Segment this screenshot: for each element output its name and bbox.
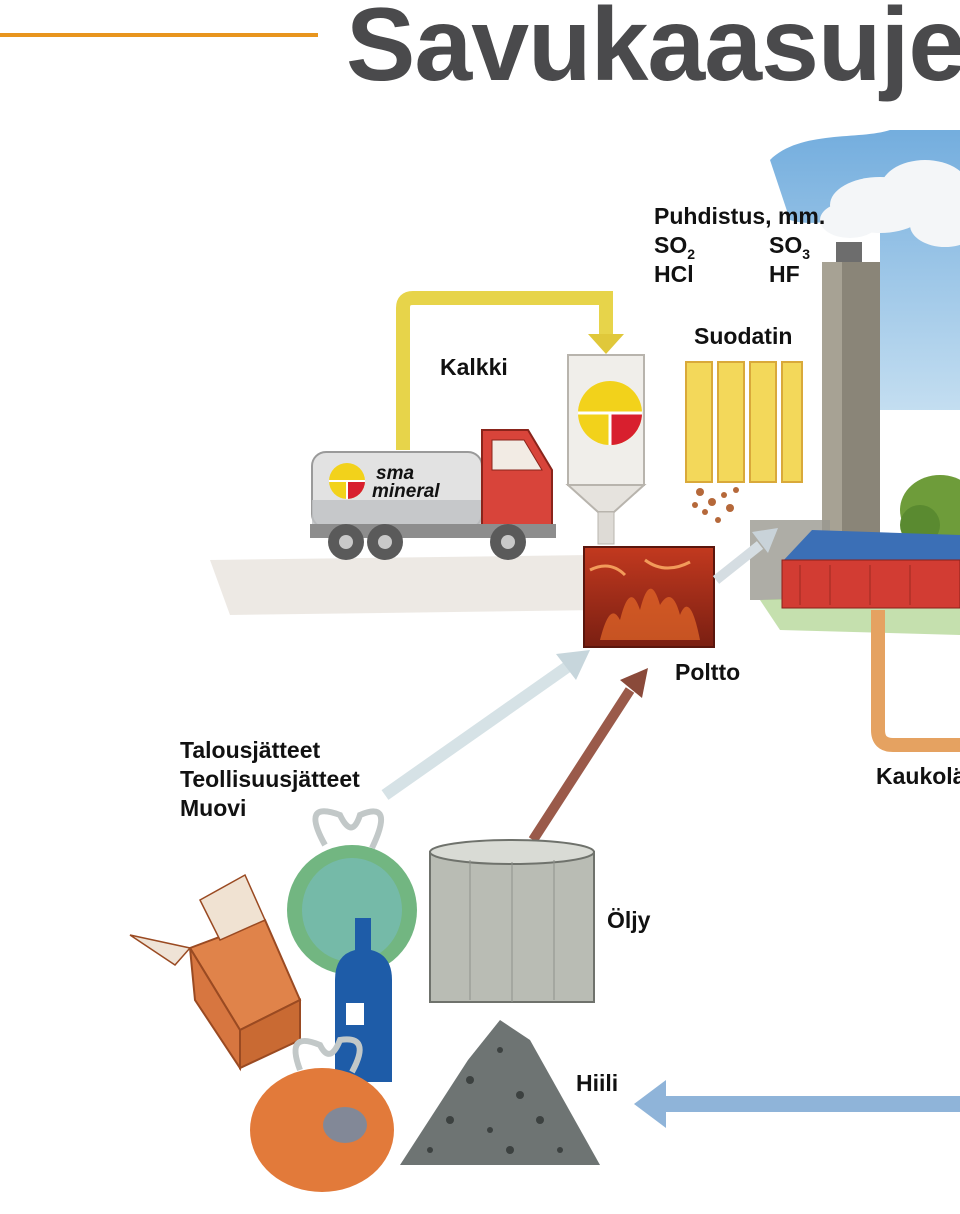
flame-icon — [600, 588, 700, 640]
household-waste-label: Talousjätteet — [180, 737, 321, 763]
industrial-waste-label: Teollisuusjätteet — [180, 766, 360, 792]
blue-bottle — [335, 918, 392, 1082]
waste-arrow — [381, 660, 574, 800]
hf-label: HF — [769, 261, 800, 287]
lime-truck: sma mineral — [310, 429, 556, 560]
oil-arrow — [528, 687, 635, 843]
cardboard-box — [129, 873, 302, 1072]
hcl-label: HCl — [654, 261, 694, 287]
sky-background — [770, 130, 960, 410]
lime-silo — [565, 354, 647, 545]
logo-text-line2: mineral — [372, 481, 440, 502]
filter-label: Suodatin — [694, 323, 793, 349]
district-heating-pipe — [871, 610, 960, 752]
plastic-label: Muovi — [180, 795, 247, 821]
smoke-cloud — [820, 160, 960, 247]
coal-label: Hiili — [576, 1070, 619, 1096]
truck-wheel — [490, 524, 526, 560]
so3-label: SO3 — [769, 232, 811, 262]
page-title: Savukaasuje — [346, 0, 960, 103]
lime-pipe — [396, 291, 613, 450]
coal-pile — [400, 1020, 600, 1165]
combustion-label: Poltto — [675, 659, 741, 685]
road — [210, 555, 600, 615]
oil-tank — [429, 839, 595, 1003]
cleaning-heading: Puhdistus, mm. — [654, 203, 826, 229]
filter-dust — [692, 487, 739, 523]
title-underline — [0, 33, 318, 37]
sma-logo-icon — [329, 463, 365, 499]
green-trash-bag — [287, 808, 417, 975]
lime-label: Kalkki — [440, 354, 508, 380]
orange-trash-bag — [250, 1036, 394, 1192]
furnace — [583, 546, 715, 648]
logo-text-line1: sma — [376, 463, 414, 484]
truck-wheel — [367, 524, 403, 560]
lime-arrowhead — [588, 334, 624, 354]
red-building — [781, 530, 960, 609]
oil-label: Öljy — [607, 907, 651, 933]
truck-wheel — [328, 524, 364, 560]
district-heating-label: Kaukolä — [876, 763, 960, 789]
silo-logo-icon — [578, 381, 642, 445]
flue-gas-arrow — [712, 541, 764, 584]
so2-label: SO2 — [654, 232, 696, 262]
filter-bags — [685, 361, 803, 523]
